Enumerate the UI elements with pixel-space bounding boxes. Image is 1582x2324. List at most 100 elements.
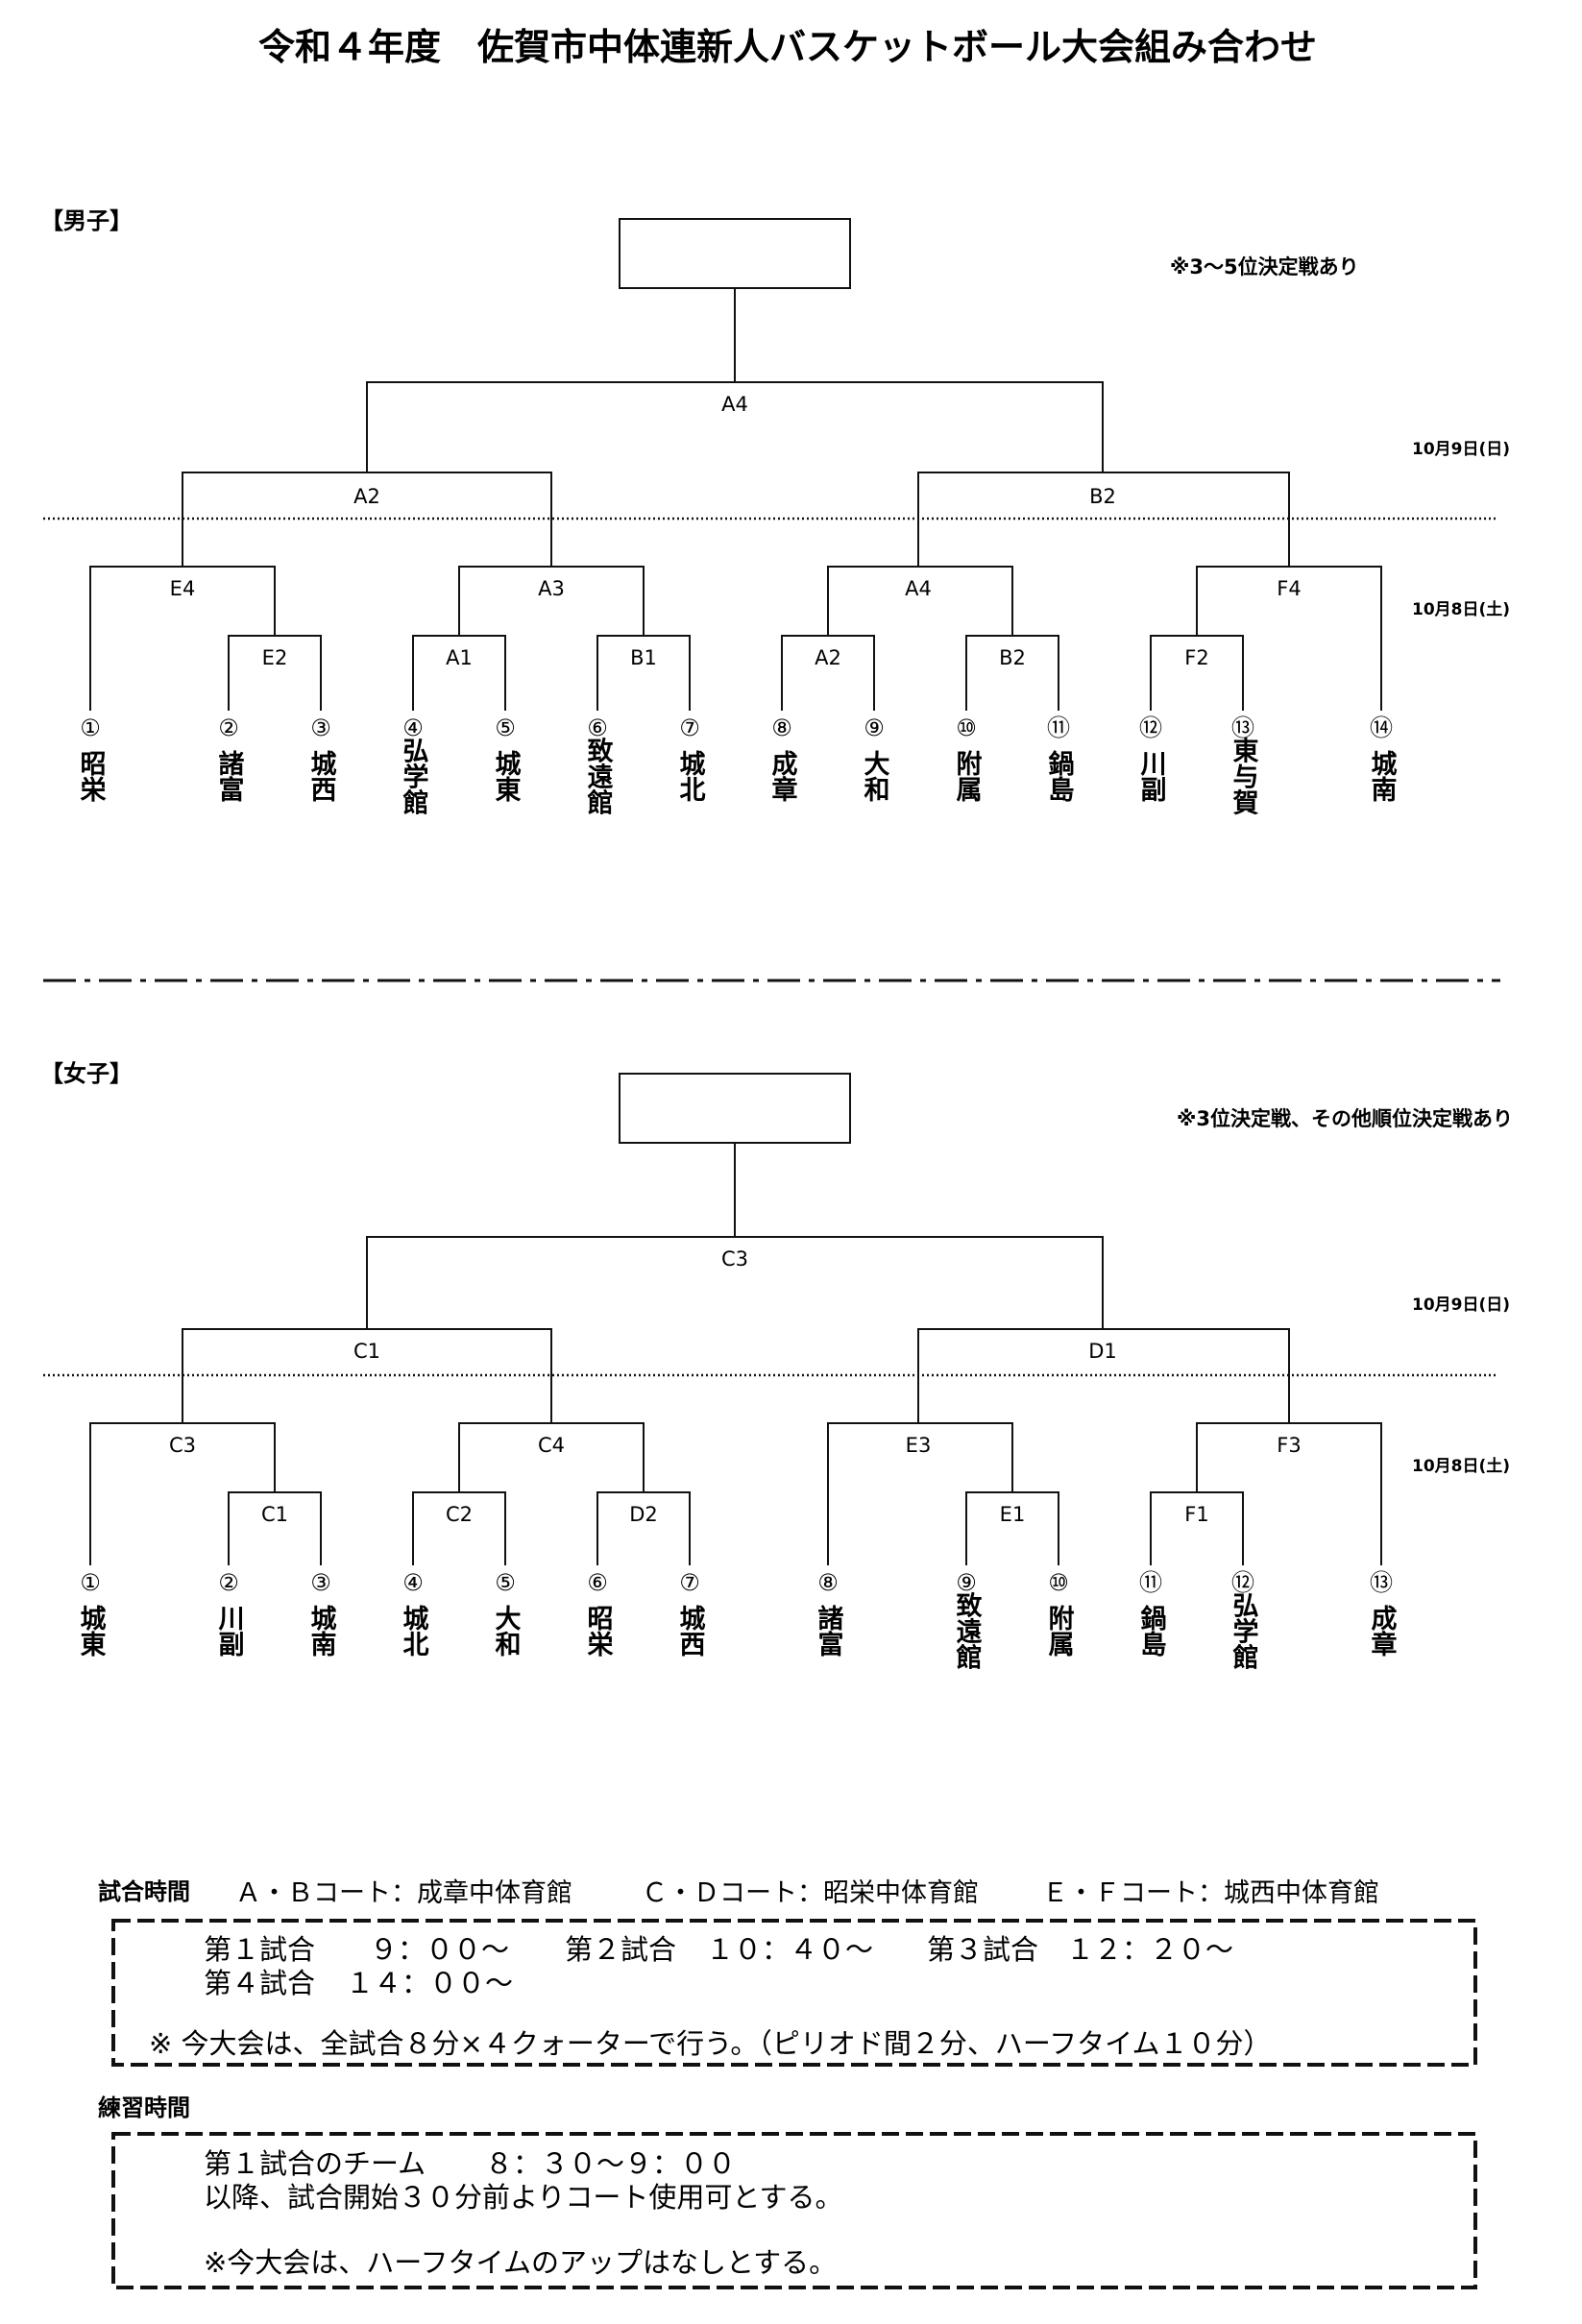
boys-team-name: 城西 — [306, 750, 337, 802]
girls-team-name: 致遠館 — [952, 1590, 983, 1669]
girls-team-number: ⑫ — [1231, 1569, 1254, 1596]
boys-semi-label: A2 — [353, 485, 380, 508]
girls-team-number: ⑩ — [1048, 1569, 1069, 1596]
boys-match-labels: A4 A2 B2 E4 A3 A4 F4 E2 A1 B1 A2 B2 F2 — [170, 393, 1302, 669]
boys-team-name: 城南 — [1367, 750, 1398, 802]
boys-team-name: 諸富 — [214, 749, 245, 802]
game-times-box — [111, 1919, 1477, 2067]
girls-qf-label: C4 — [538, 1434, 565, 1457]
girls-team-name: 城西 — [675, 1605, 706, 1657]
practice-label: 練習時間 — [98, 2094, 190, 2121]
game-time: １４：００～ — [346, 1967, 513, 1999]
boys-team-number: ② — [218, 714, 239, 741]
girls-r1-label: D2 — [629, 1503, 658, 1526]
girls-section: 【女子】 ※3位決定戦、その他順位決定戦あり 10月9日(日) 10月8日(土)… — [40, 1060, 1513, 1670]
girls-bracket-lines — [89, 1143, 1382, 1565]
practice-note: ※今大会は、ハーフタイムのアップはなしとする。 — [204, 2246, 837, 2279]
rule-note: ※ 今大会は、全試合８分×４クォーターで行う。（ピリオド間２分、ハーフタイム１０… — [149, 2027, 1272, 2060]
girls-qf-label: E3 — [906, 1434, 932, 1457]
girls-team-name: 鍋島 — [1136, 1604, 1167, 1657]
boys-r1-label: F2 — [1184, 646, 1208, 669]
girls-team-name: 川副 — [214, 1605, 245, 1657]
girls-final-label: C3 — [721, 1247, 748, 1271]
girls-team-number: ⑥ — [587, 1569, 608, 1596]
boys-team-numbers: ① ② ③ ④ ⑤ ⑥ ⑦ ⑧ ⑨ ⑩ ⑪ ⑫ ⑬ ⑭ — [80, 714, 1393, 741]
girls-qf-label: F3 — [1277, 1434, 1301, 1457]
boys-team-name: 東与賀 — [1229, 737, 1259, 815]
court-info: Ａ・Ｂコート：成章中体育館 — [235, 1878, 572, 1908]
boys-qf-label: F4 — [1277, 577, 1301, 600]
girls-team-name: 城北 — [399, 1605, 429, 1657]
court-info: Ｃ・Ｄコート：昭栄中体育館 — [642, 1878, 979, 1908]
girls-r1-label: F1 — [1184, 1503, 1208, 1526]
boys-champion-box — [619, 218, 851, 289]
girls-champion-box — [619, 1073, 851, 1144]
game-name: 第１試合 — [204, 1933, 315, 1966]
game-time: １０：４０～ — [706, 1933, 873, 1966]
girls-team-number: ⑨ — [956, 1569, 977, 1596]
girls-note: ※3位決定戦、その他順位決定戦あり — [1177, 1107, 1513, 1130]
boys-r1-label: B1 — [630, 646, 657, 669]
girls-r1-label: C1 — [261, 1503, 288, 1526]
girls-r1-label: E1 — [1000, 1503, 1026, 1526]
boys-note: ※3～5位決定戦あり — [1170, 255, 1359, 278]
boys-r1-label: A1 — [446, 646, 473, 669]
girls-match-labels: C3 C1 D1 C3 C4 E3 F3 C1 C2 D2 E1 F1 — [169, 1247, 1302, 1526]
boys-team-number: ⑧ — [771, 714, 792, 741]
girls-team-number: ① — [80, 1569, 101, 1596]
boys-team-number: ⑪ — [1047, 714, 1070, 741]
girls-heading: 【女子】 — [40, 1060, 133, 1087]
game-time: ９：００～ — [370, 1933, 509, 1966]
girls-team-numbers: ① ② ③ ④ ⑤ ⑥ ⑦ ⑧ ⑨ ⑩ ⑪ ⑫ ⑬ — [80, 1569, 1393, 1596]
boys-date-day1: 10月8日(土) — [1412, 599, 1510, 619]
girls-team-name: 成章 — [1367, 1605, 1398, 1657]
practice-time: ８：３０～９：００ — [485, 2147, 736, 2180]
girls-date-day1: 10月8日(土) — [1412, 1456, 1510, 1476]
boys-final-label: A4 — [721, 393, 748, 416]
boys-team-name: 城東 — [491, 750, 522, 802]
boys-team-names: 昭栄 諸富 城西 弘学館 城東 致遠館 城北 成章 大和 附属 鍋島 川副 東与… — [76, 736, 1398, 815]
girls-semi-label: D1 — [1088, 1340, 1117, 1363]
boys-team-number: ⑬ — [1231, 714, 1254, 741]
girls-team-name: 弘学館 — [1229, 1592, 1259, 1670]
boys-team-number: ⑩ — [956, 714, 977, 741]
boys-qf-label: E4 — [170, 577, 196, 600]
court-info: Ｅ・Ｆコート：城西中体育館 — [1042, 1878, 1379, 1908]
boys-heading: 【男子】 — [40, 207, 133, 234]
girls-semi-label: C1 — [353, 1340, 380, 1363]
practice-box — [111, 2132, 1477, 2289]
boys-section: 【男子】 ※3～5位決定戦あり 10月9日(日) 10月8日(土) A4 A2 … — [40, 207, 1510, 815]
girls-team-number: ⑧ — [817, 1569, 839, 1596]
girls-team-number: ③ — [310, 1569, 331, 1596]
girls-team-name: 附属 — [1044, 1605, 1075, 1658]
boys-team-name: 弘学館 — [399, 738, 429, 815]
boys-qf-label: A4 — [905, 577, 932, 600]
girls-team-number: ④ — [402, 1569, 424, 1596]
girls-qf-label: C3 — [169, 1434, 196, 1457]
game-time: １２：２０～ — [1066, 1933, 1233, 1966]
boys-date-day2: 10月9日(日) — [1412, 440, 1510, 459]
boys-bracket-lines — [89, 288, 1382, 711]
boys-r1-label: E2 — [262, 646, 288, 669]
boys-team-number: ① — [80, 714, 101, 741]
girls-team-number: ⑦ — [679, 1569, 700, 1596]
girls-team-number: ⑬ — [1370, 1569, 1393, 1596]
boys-team-name: 川副 — [1136, 750, 1167, 802]
boys-team-number: ⑨ — [864, 714, 885, 741]
boys-team-number: ④ — [402, 714, 424, 741]
boys-team-number: ⑦ — [679, 714, 700, 741]
practice-rule: 以降、試合開始３０分前よりコート使用可とする。 — [204, 2181, 843, 2214]
boys-team-name: 昭栄 — [76, 750, 108, 802]
game-name: 第３試合 — [927, 1933, 1038, 1966]
boys-team-number: ⑭ — [1370, 714, 1393, 741]
boys-semi-label: B2 — [1089, 485, 1116, 508]
boys-team-name: 致遠館 — [583, 736, 614, 814]
girls-team-name: 諸富 — [814, 1604, 844, 1657]
game-name: 第４試合 — [204, 1967, 315, 1999]
girls-team-number: ⑪ — [1139, 1569, 1162, 1596]
boys-team-number: ⑤ — [495, 714, 516, 741]
girls-r1-label: C2 — [446, 1503, 473, 1526]
girls-team-number: ⑤ — [495, 1569, 516, 1596]
girls-date-day2: 10月9日(日) — [1412, 1295, 1510, 1315]
